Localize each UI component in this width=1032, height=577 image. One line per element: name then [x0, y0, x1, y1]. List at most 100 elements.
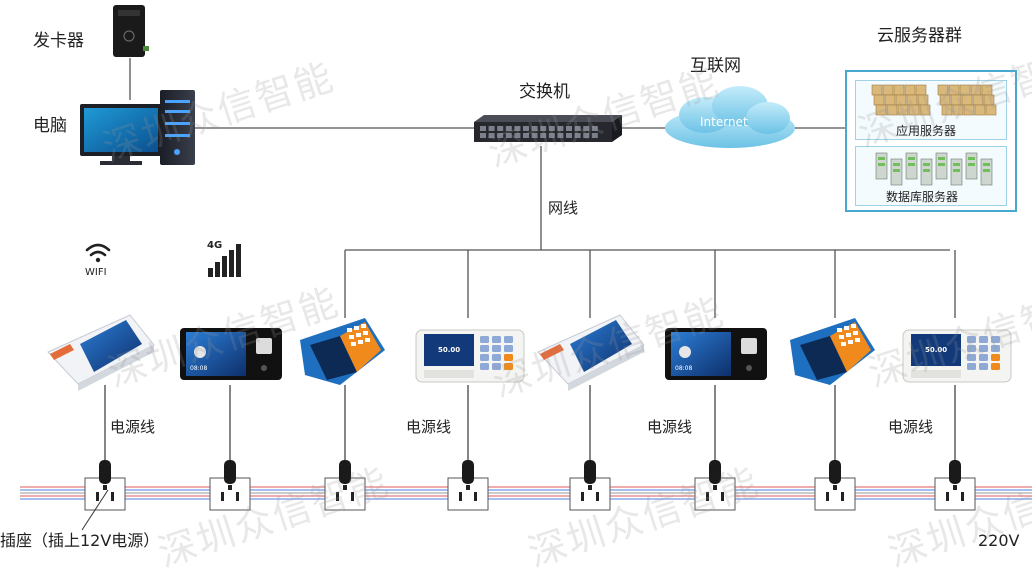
socket-4 — [447, 460, 489, 511]
keypad-key — [979, 363, 988, 370]
socket-hole — [466, 485, 470, 490]
switch-port — [488, 133, 495, 138]
wifi-icon — [85, 243, 111, 263]
socket-hole — [826, 492, 829, 501]
socket-hole — [459, 492, 462, 501]
device-4-white-keypad: 50.00 — [415, 329, 525, 383]
face-terminal-sensor — [746, 365, 752, 371]
socket-hole — [833, 485, 837, 490]
power-lines — [104, 385, 956, 462]
face-terminal-avatar — [679, 346, 691, 358]
socket-hole — [946, 492, 949, 501]
app-server-unit — [974, 104, 986, 116]
pos-key — [358, 340, 363, 344]
pos-key — [839, 335, 844, 339]
face-terminal-time: 08:08 — [190, 365, 207, 372]
app-server-box: 应用服务器 — [855, 80, 1007, 140]
face-terminal-reader — [256, 338, 272, 354]
device-8-white-keypad: 50.00 — [902, 329, 1012, 383]
keypad-key — [504, 336, 513, 343]
db-server-icon — [875, 152, 993, 186]
plug-head — [949, 460, 961, 484]
top-connections — [129, 58, 950, 251]
db-server-label: 数据库服务器 — [886, 190, 959, 204]
db-server-led — [983, 163, 990, 166]
device-3-orange-pos — [300, 318, 385, 385]
socket-label: 插座（插上12V电源） — [0, 531, 160, 550]
db-server-led — [878, 163, 885, 166]
card-issuer-label: 发卡器 — [33, 31, 84, 51]
switch-port — [574, 133, 581, 138]
socket-hole — [351, 492, 354, 501]
tablet-screen — [570, 320, 632, 372]
socket-hole — [596, 492, 599, 501]
db-server-led — [983, 169, 990, 172]
switch-port — [514, 133, 521, 138]
socket-2 — [209, 460, 251, 511]
switch-port — [566, 126, 572, 131]
app-server-unit — [908, 104, 920, 116]
socket-1 — [84, 460, 126, 511]
pos-key — [841, 342, 846, 346]
db-server-led — [938, 157, 945, 160]
socket-hole — [706, 492, 709, 501]
pos-key — [844, 326, 849, 330]
socket-hole — [336, 492, 339, 501]
power-cable-label-3: 电源线 — [647, 418, 693, 436]
db-server-led — [953, 169, 960, 172]
face-terminal-sensor — [261, 365, 267, 371]
keypad-screen — [911, 334, 961, 366]
switch-port — [540, 133, 547, 138]
pos-panel — [830, 322, 871, 372]
switch-port — [566, 133, 572, 138]
keypad-key — [492, 345, 501, 352]
pos-key — [347, 328, 352, 332]
pos-key — [356, 333, 361, 337]
tablet-base — [568, 345, 644, 391]
app-server-unit — [941, 104, 953, 116]
switch-port — [488, 126, 495, 131]
tablet-screen — [80, 320, 142, 372]
keypad-key — [480, 363, 489, 370]
power-cable-label-4: 电源线 — [888, 418, 934, 436]
switch-port — [557, 133, 564, 138]
socket-hole — [96, 492, 99, 501]
switch-port — [591, 133, 598, 138]
switch-port — [523, 126, 529, 131]
keypad-key — [492, 363, 501, 370]
pos-key — [851, 324, 856, 328]
plug-head — [462, 460, 474, 484]
switch-icon — [474, 115, 622, 142]
app-server-unit — [871, 84, 883, 96]
face-terminal-reader — [741, 338, 757, 354]
voltage-label: 220V — [978, 531, 1020, 550]
pos-key — [365, 338, 370, 342]
power-cable-label-1: 电源线 — [110, 418, 156, 436]
app-server-icon — [871, 84, 997, 116]
plug-head — [709, 460, 721, 484]
switch-port — [505, 126, 512, 131]
keypad-key — [979, 345, 988, 352]
switch-port — [583, 133, 590, 138]
device-drop-lines — [344, 250, 956, 318]
app-server-unit — [952, 104, 964, 116]
pos-key — [361, 324, 366, 328]
keypad-key — [480, 336, 489, 343]
switch-port — [574, 126, 581, 131]
switch-port — [591, 126, 598, 131]
device-7-orange-pos — [790, 318, 875, 385]
socket-8 — [934, 460, 976, 511]
keypad-screen — [424, 334, 474, 366]
switch-port — [497, 133, 504, 138]
socket-hole — [103, 485, 107, 490]
fourg-label: 4G — [207, 240, 223, 251]
internet-cloud-icon — [665, 86, 795, 148]
switch-port — [480, 126, 486, 131]
socket-body — [934, 477, 976, 511]
device-1-white-tablet — [47, 314, 155, 391]
socket-hole — [474, 492, 477, 501]
db-server-led — [968, 157, 975, 160]
wifi-label: WIFI — [85, 267, 107, 278]
